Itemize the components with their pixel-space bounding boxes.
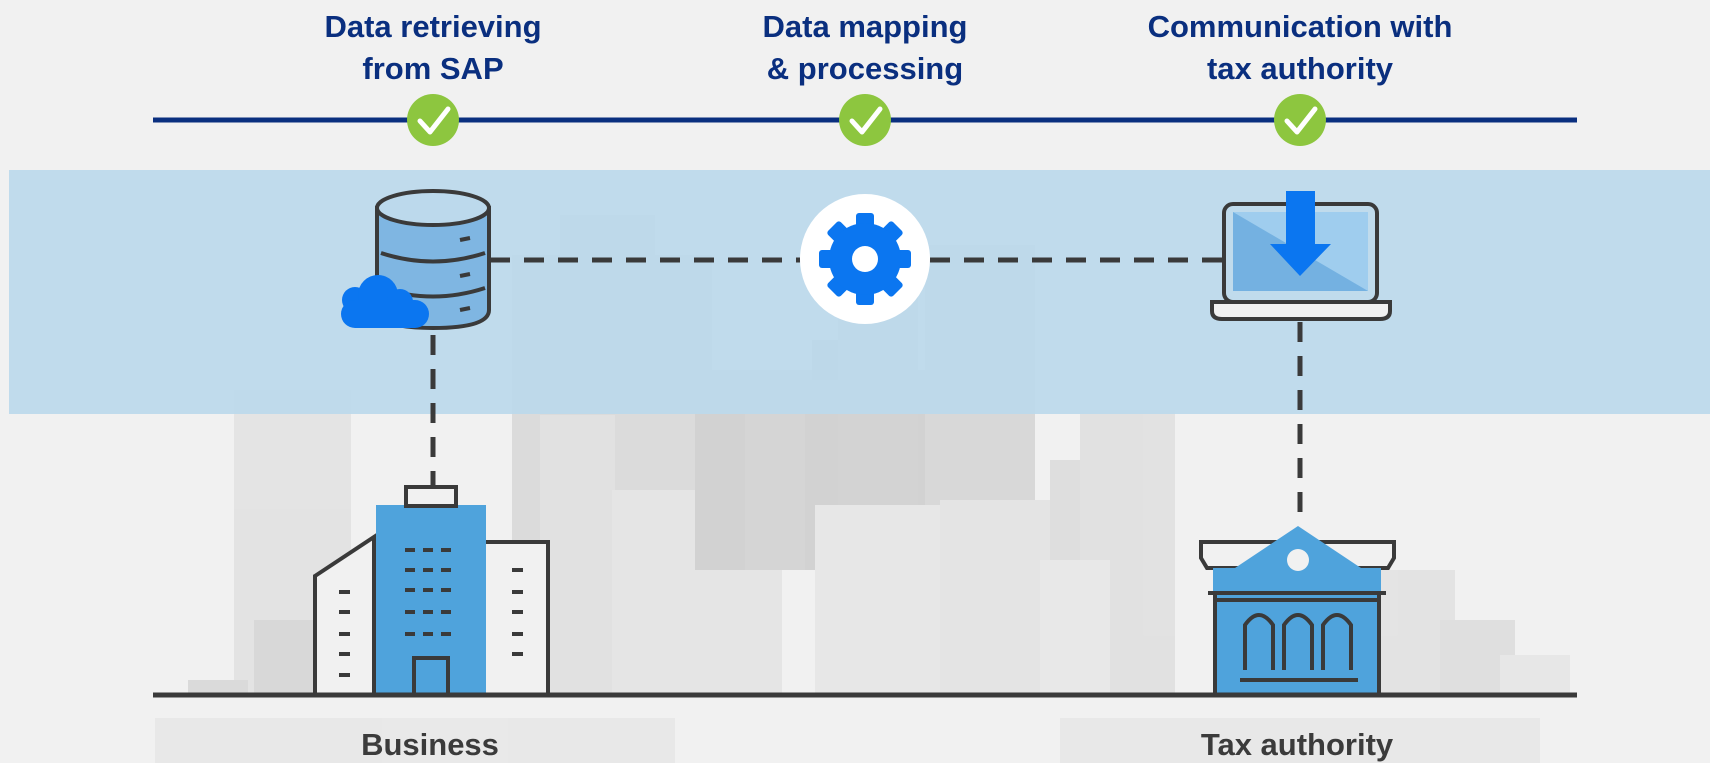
step-label-line: tax authority xyxy=(1206,51,1394,86)
step-label-line: from SAP xyxy=(362,51,504,86)
laptop-download-icon xyxy=(1210,191,1392,321)
step-label-line: Communication with xyxy=(1147,9,1453,44)
tax-authority-label: Tax authority xyxy=(1200,727,1394,762)
step-label-line: & processing xyxy=(766,51,964,86)
gear-icon xyxy=(800,194,930,324)
check-circle-icon xyxy=(407,94,459,146)
government-building-icon xyxy=(1199,526,1396,695)
business-label: Business xyxy=(361,727,499,762)
step-label-data-retrieving: Data retrieving from SAP xyxy=(283,6,583,90)
step-label-communication: Communication with tax authority xyxy=(1100,6,1500,90)
check-circle-icon xyxy=(839,94,891,146)
cloud-icon xyxy=(341,275,429,328)
step-label-line: Data mapping xyxy=(762,9,968,44)
office-building-icon xyxy=(313,485,550,697)
dashed-connectors xyxy=(430,257,1303,515)
check-circle-icon xyxy=(1274,94,1326,146)
step-label-line: Data retrieving xyxy=(324,9,542,44)
step-label-data-mapping: Data mapping & processing xyxy=(715,6,1015,90)
